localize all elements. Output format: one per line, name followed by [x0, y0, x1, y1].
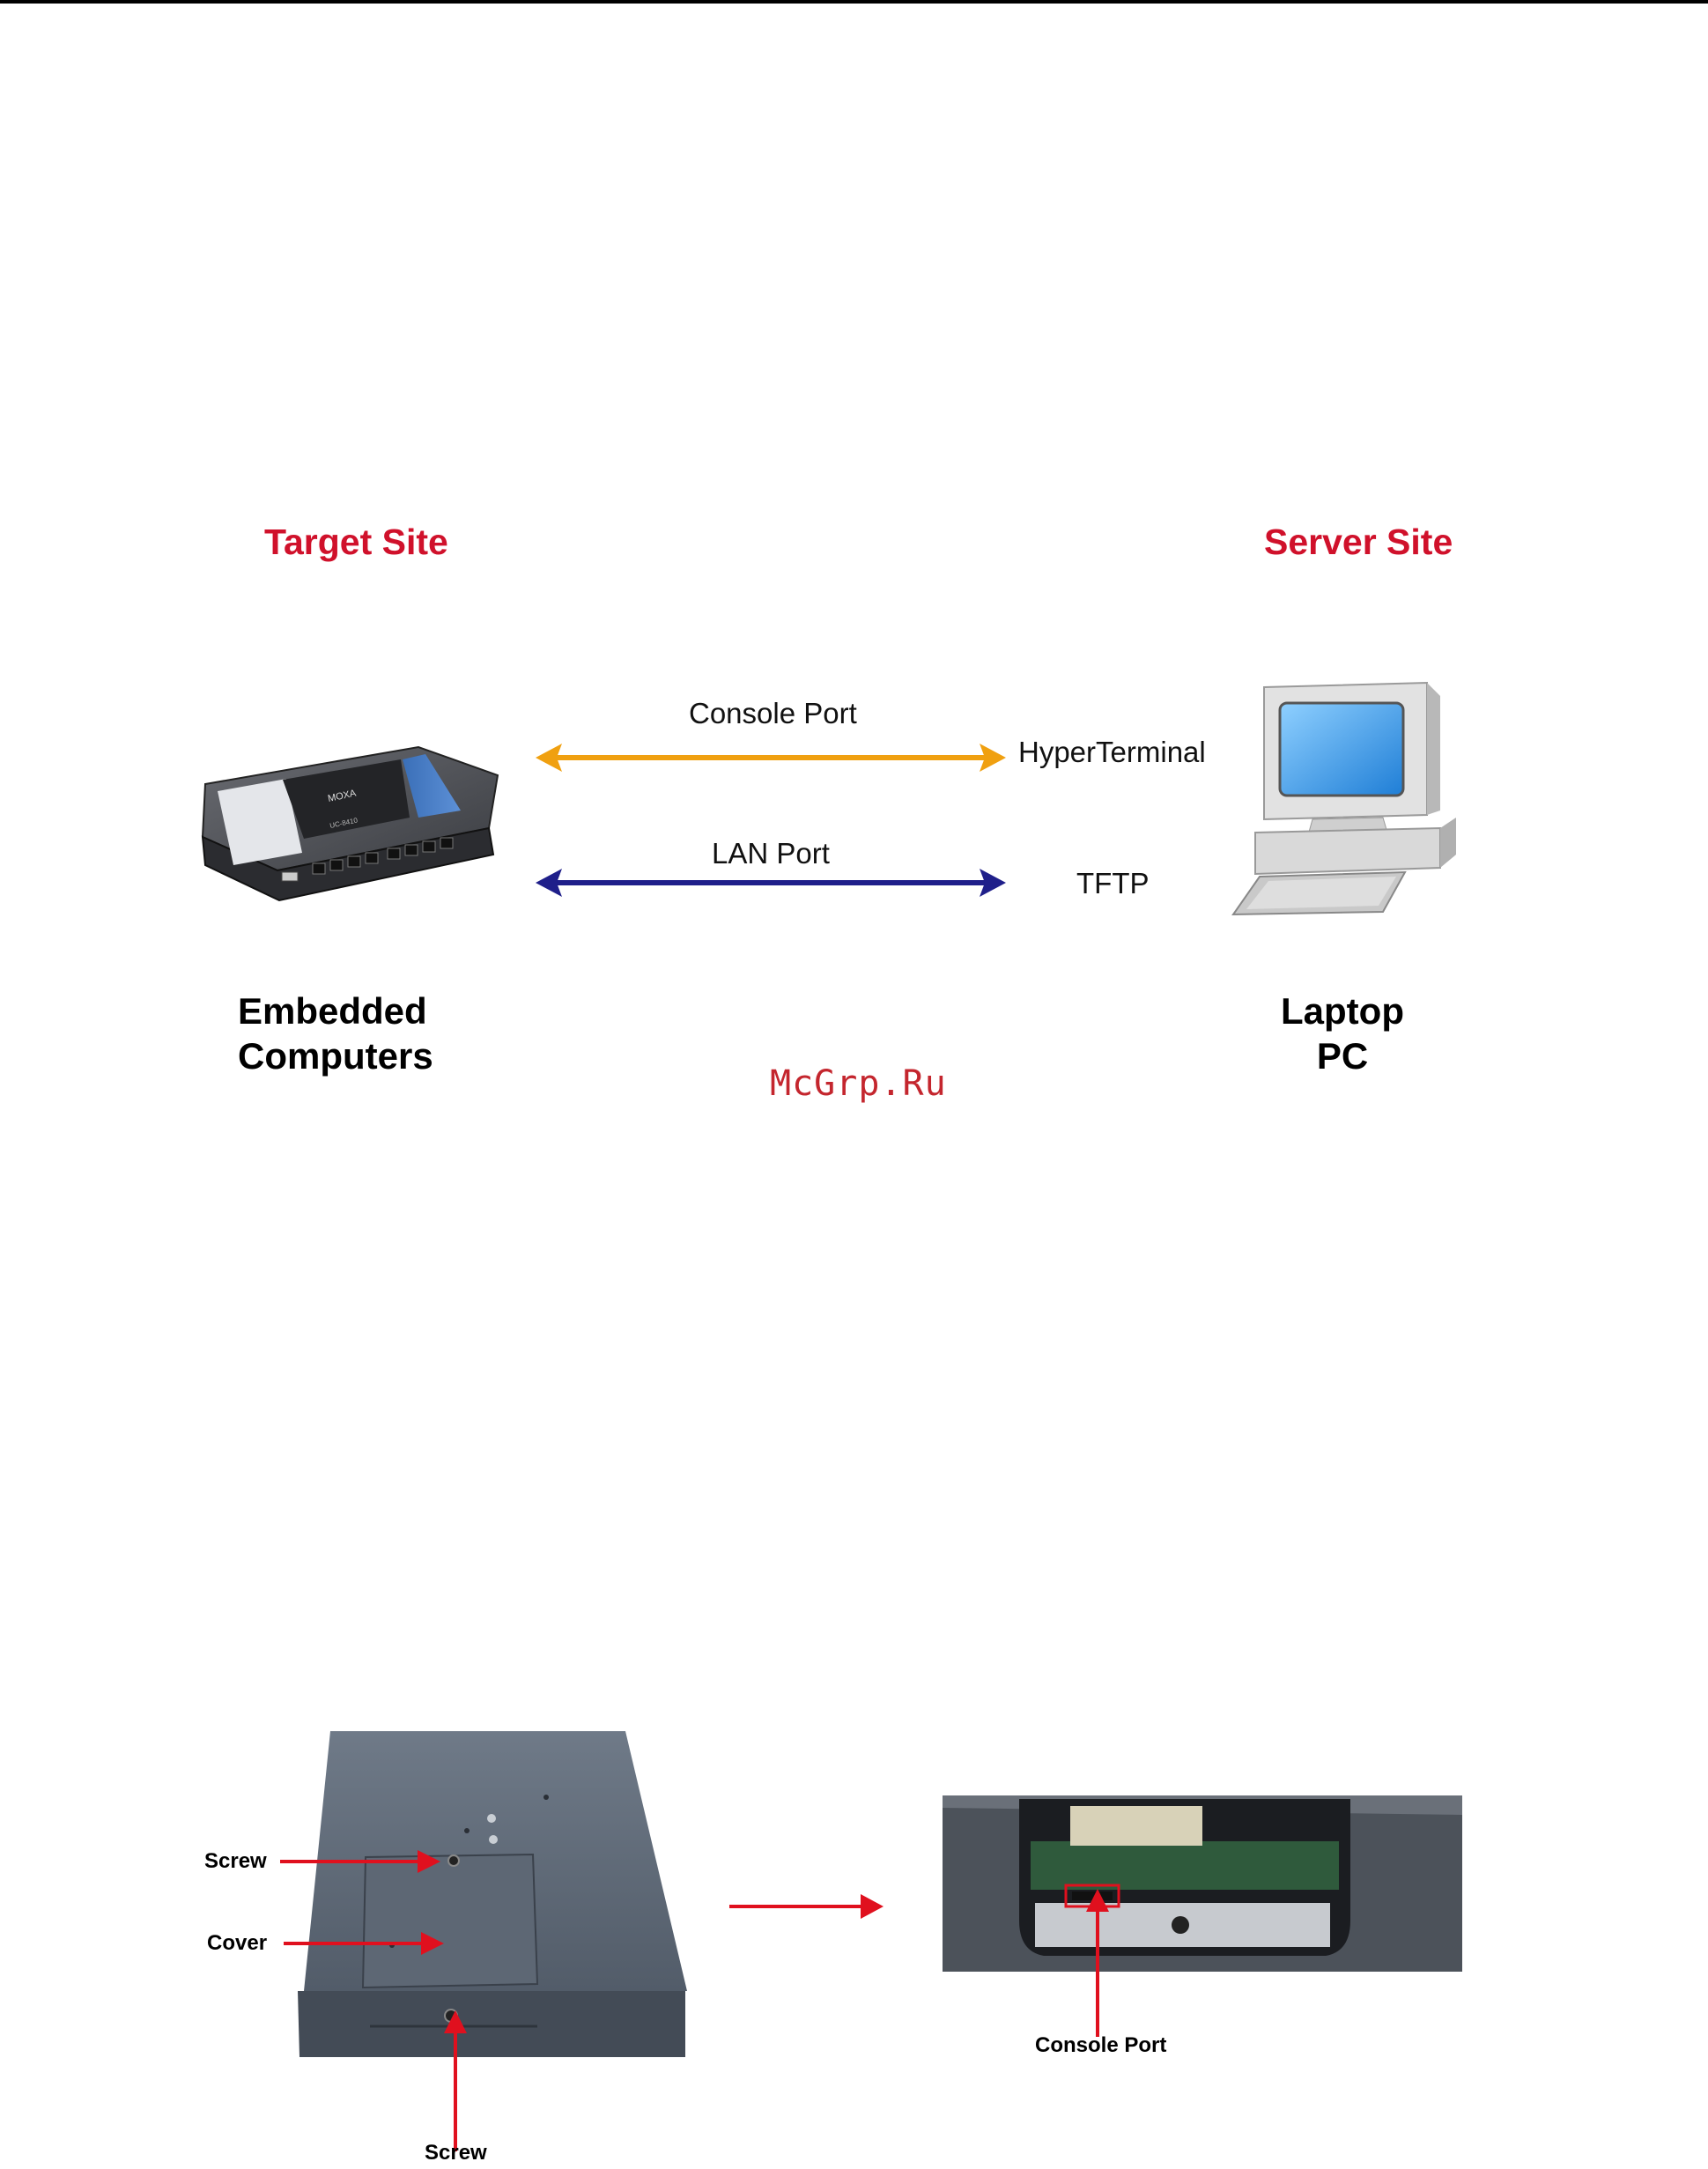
- top-rule: [0, 0, 1708, 4]
- target-site-label: Target Site: [264, 522, 448, 563]
- watermark: McGrp.Ru: [770, 1063, 947, 1104]
- laptop-line-2: PC: [1280, 1033, 1405, 1078]
- server-site-label: Server Site: [1264, 522, 1453, 563]
- console-port-callout-label: Console Port: [1035, 2033, 1166, 2058]
- console-port-label: Console Port: [689, 697, 857, 730]
- connection-arrows: [529, 731, 1013, 907]
- laptop-pc-image: [1229, 678, 1449, 916]
- hyperterminal-label: HyperTerminal: [1018, 736, 1206, 769]
- embedded-line-1: Embedded: [238, 988, 433, 1033]
- screw-top-label: Screw: [204, 1849, 267, 1874]
- lan-port-label: LAN Port: [712, 837, 830, 870]
- tftp-label: TFTP: [1076, 867, 1149, 900]
- embedded-computers-label: Embedded Computers: [238, 988, 433, 1078]
- laptop-line-1: Laptop: [1280, 988, 1405, 1033]
- lan-port-arrow: [536, 869, 1006, 897]
- callout-arrows: [0, 1674, 1708, 2167]
- cover-label: Cover: [207, 1931, 267, 1956]
- embedded-line-2: Computers: [238, 1033, 433, 1078]
- console-port-arrow: [536, 744, 1006, 772]
- screw-bottom-label: Screw: [425, 2141, 487, 2165]
- laptop-pc-label: Laptop PC: [1280, 988, 1405, 1078]
- embedded-computer-image: MOXA UC-8410: [198, 740, 502, 916]
